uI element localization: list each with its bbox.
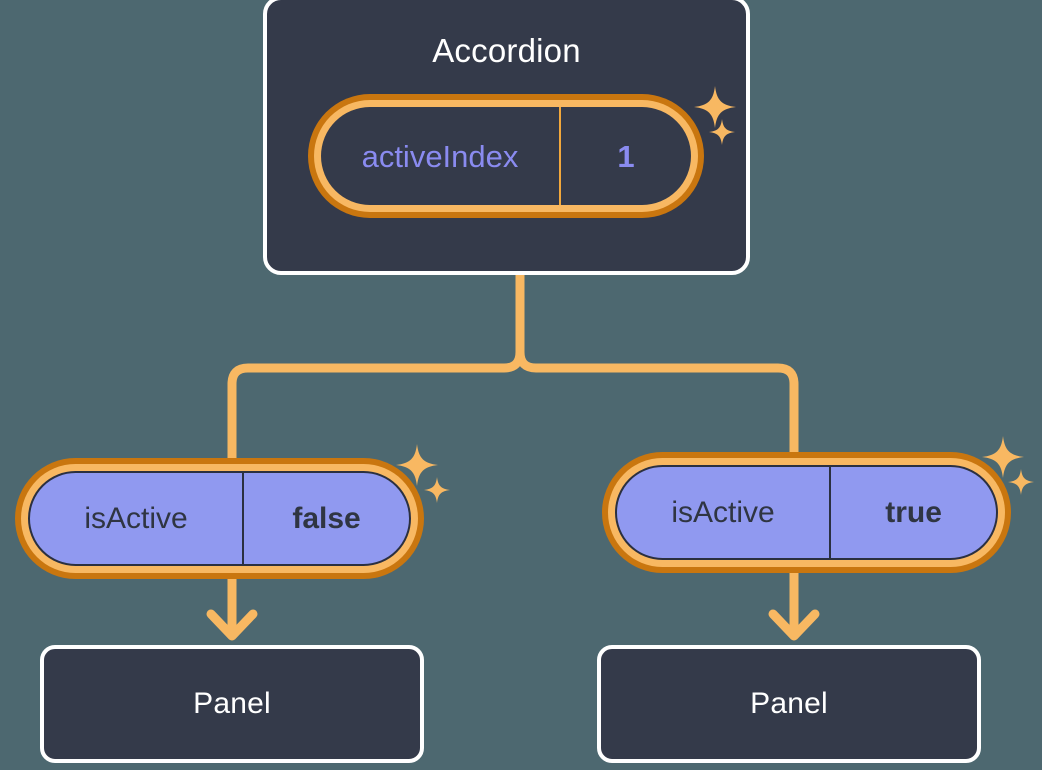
prop-pill-is-active-left[interactable]: isActive false [15,458,424,579]
prop-pill-value-right: true [885,495,942,529]
state-pill-ring-inner: activeIndex 1 [314,100,698,212]
prop-pill-ring-inner-left: isActive false [21,464,418,573]
prop-pill-key-right: isActive [617,467,832,558]
state-pill-body: activeIndex 1 [321,107,691,205]
panel-card-right-title: Panel [750,687,828,720]
prop-pill-is-active-right[interactable]: isActive true [602,452,1011,573]
state-pill-value-active-index: 1 [617,138,635,174]
sparkle-right-small-icon [1008,469,1034,495]
sparkle-left-small-icon [424,477,450,503]
state-pill-key-active-index: activeIndex [321,107,561,205]
prop-pill-key-left: isActive [30,473,245,564]
prop-pill-ring-inner-right: isActive true [608,458,1005,567]
prop-pill-value-left: false [292,501,361,535]
connector-tree-path [515,270,799,457]
panel-card-right: Panel [597,645,981,763]
state-pill-active-index[interactable]: activeIndex 1 [308,94,704,218]
panel-card-left-title: Panel [193,687,271,720]
connector-tree-path-left [227,270,525,463]
panel-card-left: Panel [40,645,424,763]
prop-pill-body-left: isActive false [28,471,411,566]
prop-pill-body-right: isActive true [615,465,998,560]
arrow-left-head [206,609,258,641]
accordion-card-title: Accordion [432,32,581,69]
arrow-right-head [768,609,820,641]
